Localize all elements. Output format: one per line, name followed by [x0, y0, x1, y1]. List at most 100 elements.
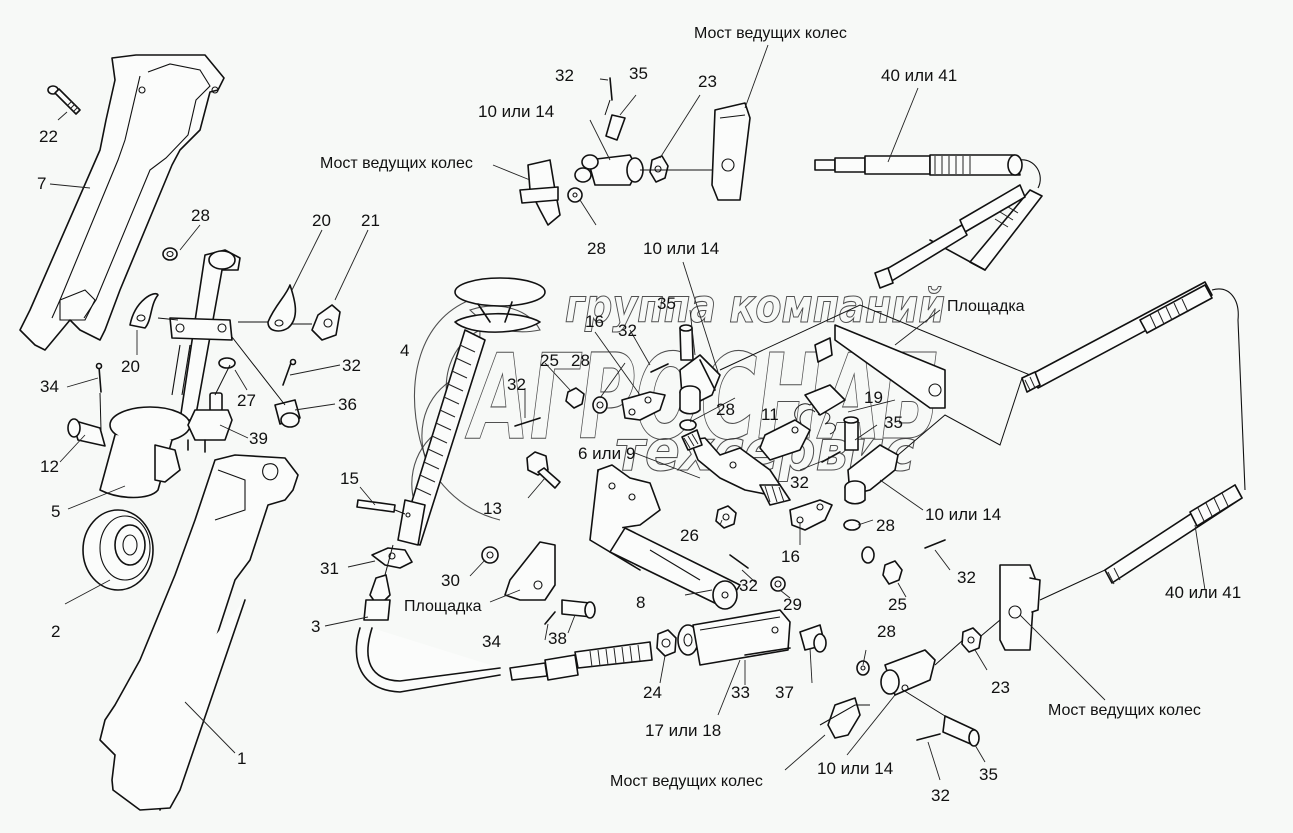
callout-28: 28 — [191, 206, 210, 225]
part-axle-bracket-lower — [819, 697, 870, 739]
part-16-link-lower — [789, 499, 833, 531]
callout-4: 4 — [400, 341, 410, 360]
part-19-spring — [794, 384, 846, 435]
part-32-cotter-pin-lower-right — [924, 539, 946, 549]
part-37-pin — [799, 624, 827, 653]
callout-15: 15 — [340, 469, 359, 488]
part-5-steering-column — [99, 249, 241, 499]
part-10-14-clevis-upper — [679, 354, 721, 415]
part-15-pin — [356, 499, 406, 515]
callout-24: 24 — [643, 683, 662, 702]
callout-32: 32 — [790, 473, 809, 492]
part-10-14-clevis-right — [844, 444, 899, 505]
callout-30: 30 — [441, 571, 460, 590]
part-top-axle-bracket — [519, 159, 561, 226]
callout-32: 32 — [739, 576, 758, 595]
callout-10-or-14: 10 или 14 — [478, 102, 555, 121]
callout-16: 16 — [781, 547, 800, 566]
callout-3: 3 — [311, 617, 321, 636]
callout-most-vedushchikh-koles-bottom: Мост ведущих колес — [610, 773, 763, 790]
callout-33: 33 — [731, 683, 750, 702]
part-28-washer-center — [679, 419, 697, 431]
callout-25: 25 — [540, 351, 559, 370]
callout-5: 5 — [51, 502, 61, 521]
part-11-plate — [759, 419, 811, 461]
callout-23: 23 — [991, 678, 1010, 697]
callout-38: 38 — [548, 629, 567, 648]
callout-10-or-14: 10 или 14 — [817, 759, 894, 778]
part-27-washer — [218, 357, 236, 369]
part-40-41-rod-diagonal — [874, 184, 1043, 289]
callout-37: 37 — [775, 683, 794, 702]
part-35-pin-lower — [942, 715, 980, 747]
callout-28: 28 — [571, 351, 590, 370]
callout-34: 34 — [40, 377, 59, 396]
part-32-cotter-pin-bottom — [916, 733, 941, 741]
part-25-castle-nut-upper — [565, 387, 585, 409]
callout-19: 19 — [864, 388, 883, 407]
callout-36: 36 — [338, 395, 357, 414]
part-28-washer-lower — [843, 519, 875, 564]
callout-28: 28 — [876, 516, 895, 535]
part-12-pin — [67, 418, 106, 447]
callout-20: 20 — [121, 357, 140, 376]
callout-28: 28 — [877, 622, 896, 641]
part-32-cotter-pin-mid — [729, 554, 749, 569]
part-34-cotter-pin — [95, 362, 103, 393]
part-28-washer-top — [567, 187, 583, 203]
part-23-nut-top — [649, 155, 669, 183]
part-ploshchadka-bracket — [504, 541, 556, 601]
callout-35: 35 — [629, 64, 648, 83]
part-40-41-rod-top — [814, 154, 1023, 176]
part-39-switch — [187, 392, 233, 453]
callout-7: 7 — [37, 174, 47, 193]
part-20-clip-right — [267, 284, 297, 332]
callout-31: 31 — [320, 559, 339, 578]
part-13-bolt — [526, 451, 561, 489]
callout-35: 35 — [884, 413, 903, 432]
part-10-14-clevis-top — [574, 154, 644, 186]
part-22-screw — [47, 85, 81, 115]
part-40-41-rod-right — [1021, 281, 1246, 491]
callout-most-vedushchikh-koles-left: Мост ведущих колес — [320, 155, 473, 172]
part-30-washer — [481, 546, 499, 564]
part-25-castle-nut-lower — [882, 560, 903, 585]
part-32-cotter-pin — [282, 358, 297, 386]
callout-23: 23 — [698, 72, 717, 91]
callout-11: 11 — [761, 405, 779, 424]
part-35-pin-upper — [679, 324, 694, 361]
callout-32: 32 — [507, 375, 526, 394]
callout-6-or-9: 6 или 9 — [578, 444, 636, 463]
part-4-gear-shaft — [397, 277, 546, 546]
part-6-9-rod-linkage — [681, 429, 791, 506]
part-28-washer — [162, 247, 178, 261]
part-10-14-clevis-lower — [880, 649, 936, 696]
part-3-cable — [355, 544, 501, 693]
callout-39: 39 — [249, 429, 268, 448]
part-26-nut — [715, 505, 737, 529]
part-ploshchadka-plate — [814, 324, 946, 409]
part-bracket-plate-top — [711, 102, 751, 201]
callout-most-vedushchikh-koles-top: Мост ведущих колес — [694, 25, 847, 42]
part-35-pin-right — [843, 416, 859, 451]
callout-22: 22 — [39, 127, 58, 146]
part-2-pulley — [82, 509, 154, 591]
part-23-nut-lower — [961, 627, 982, 653]
callout-35: 35 — [657, 294, 676, 313]
callout-25: 25 — [888, 595, 907, 614]
callout-32: 32 — [555, 66, 574, 85]
callout-17-or-18: 17 или 18 — [645, 721, 722, 740]
part-bracket-plate-lower — [999, 564, 1041, 651]
part-16-link-upper — [621, 391, 666, 421]
part-40-41-rod-lower-right — [1104, 484, 1243, 585]
callout-21: 21 — [361, 211, 380, 230]
callout-29: 29 — [783, 595, 802, 614]
part-34-cotter-pin-lower — [544, 611, 556, 625]
callout-1: 1 — [237, 749, 247, 768]
part-24-nut — [656, 629, 677, 657]
part-31-lock-plate — [371, 547, 413, 569]
part-29-nut — [770, 576, 786, 592]
callout-16: 16 — [585, 312, 604, 331]
part-21-bracket — [311, 304, 341, 341]
part-8-pedal-arm — [609, 527, 741, 610]
